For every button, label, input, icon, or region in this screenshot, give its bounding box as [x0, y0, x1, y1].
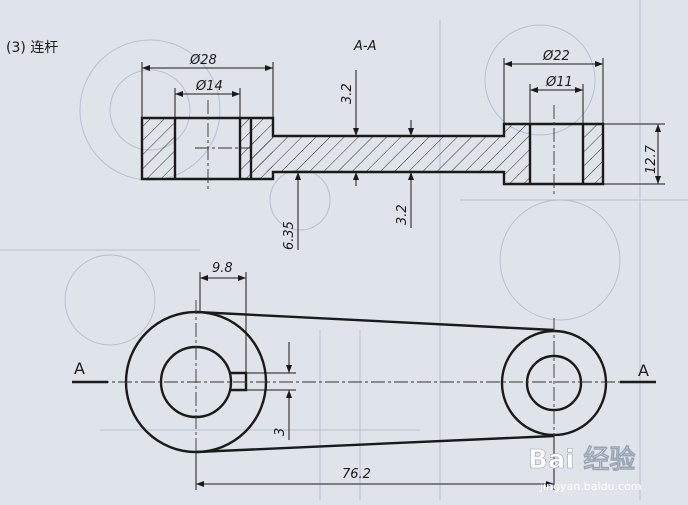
dim-height-right: 12.7 — [644, 144, 659, 174]
cutting-plane-label-left: A — [74, 359, 85, 378]
watermark: Bai 经验 jingyan.baidu.com — [528, 444, 642, 493]
arm-top-edge — [195, 310, 555, 332]
arm-bottom-edge — [195, 434, 555, 454]
watermark-url: jingyan.baidu.com — [539, 480, 642, 493]
dim-d28: Ø28 — [189, 53, 217, 68]
dim-d11: Ø11 — [545, 75, 573, 90]
dim-keyway-offset: 9.8 — [212, 261, 233, 276]
dim-web-top: 3.2 — [340, 83, 355, 104]
section-label: A-A — [353, 39, 376, 54]
section-view: Ø28 Ø14 Ø22 Ø11 3.2 3.2 — [140, 49, 665, 250]
dim-center-distance: 76.2 — [342, 467, 371, 482]
dim-d22: Ø22 — [542, 49, 570, 64]
dim-d14: Ø14 — [195, 79, 223, 94]
dim-keyway-width: 3 — [273, 428, 288, 436]
keyway — [229, 371, 248, 392]
page-title: (3) 连杆 — [6, 40, 58, 56]
cutting-plane-label-right: A — [638, 361, 649, 380]
watermark-brand: Bai 经验 — [528, 444, 635, 475]
dim-fillet: 6.35 — [282, 221, 297, 250]
section-hatching — [142, 118, 603, 184]
front-view: A A 9.8 3 76.2 — [72, 261, 656, 490]
dim-web-bottom: 3.2 — [395, 204, 410, 225]
